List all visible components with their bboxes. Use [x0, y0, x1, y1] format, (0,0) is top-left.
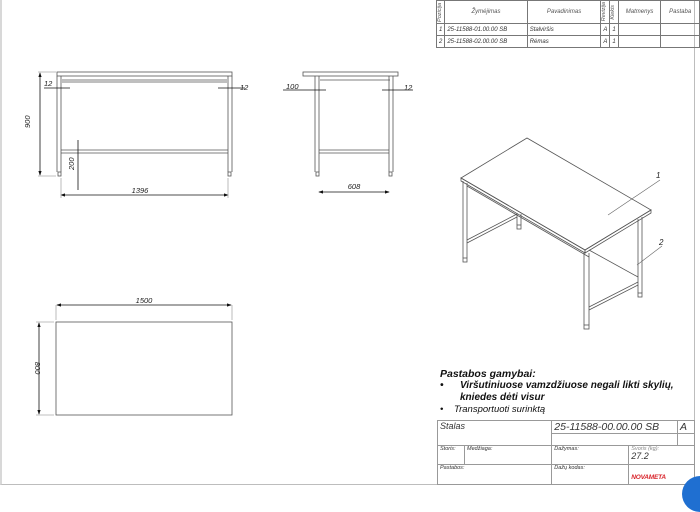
parts-table-header: Pozicija Žymėjimas Pavadinimas Revizija … — [435, 0, 700, 24]
weight-label: Svoris (kg): — [631, 446, 660, 452]
dim-side-width: 608 — [348, 182, 361, 191]
logo-text: NOVAMETA — [631, 473, 666, 481]
dim-right-offset: 12 — [240, 83, 249, 92]
weight-cell: Svoris (kg): 27.2 — [628, 445, 695, 465]
row-code: 25-11588-02.00.00 SB — [444, 35, 528, 48]
table-row: 1 25-11588-01.00.00 SB Stalviršis A 1 — [435, 23, 700, 36]
note-text: Transportuoti surinktą — [454, 404, 546, 415]
thickness-label: Storis: — [437, 445, 465, 465]
col-code: Žymėjimas — [444, 0, 528, 24]
dim-side-left-offset: 100 — [286, 82, 299, 91]
painting-label: Dažymas: — [551, 445, 630, 465]
row-dimensions — [617, 35, 662, 48]
paint-code-label: Dažų kodas: — [551, 464, 630, 485]
manufacturing-notes: Pastabos gamybai: • Viršutiniuose vamzdž… — [440, 368, 700, 416]
dim-top-length: 1500 — [136, 296, 154, 305]
side-view — [283, 71, 413, 194]
row-position: 2 — [435, 35, 446, 48]
weight-value: 27.2 — [631, 451, 649, 461]
drawing-number: 25-11588-00.00.00 SB — [551, 420, 678, 434]
front-view — [38, 71, 245, 198]
parts-list-table: Pozicija Žymėjimas Pavadinimas Revizija … — [435, 0, 700, 48]
dim-height: 900 — [23, 115, 32, 128]
top-view — [36, 303, 233, 416]
note-text: Viršutiniuose vamzdžiuose negali likti s… — [460, 380, 674, 403]
note-item: • Viršutiniuose vamzdžiuose negali likti… — [440, 380, 700, 404]
note-item: • Transportuoti surinktą — [440, 404, 700, 416]
col-name: Pavadinimas — [526, 0, 602, 24]
part-name: Stalas — [436, 420, 553, 446]
drawing-number-blank — [551, 433, 678, 446]
drawing-sheet-border — [0, 0, 695, 485]
table-row: 2 25-11588-02.00.00 SB Rėmas A 1 — [435, 35, 700, 48]
dim-lower-rail: 200 — [67, 157, 76, 171]
callout-1: 1 — [656, 171, 660, 180]
col-note: Pastaba — [660, 0, 700, 24]
notes-title: Pastabos gamybai: — [440, 368, 536, 380]
title-block: Stalas 25-11588-00.00.00 SB A Storis: Me… — [436, 420, 695, 485]
dim-top-depth: 800 — [33, 362, 42, 375]
material-label: Medžiaga: — [463, 445, 553, 465]
dim-left-offset: 12 — [44, 79, 53, 88]
drawing-canvas: 900 1396 200 12 12 100 12 608 1500 800 — [23, 71, 664, 416]
bullet-icon: • — [440, 380, 444, 391]
company-logo: NOVAMETA — [628, 464, 695, 485]
revision-blank — [677, 433, 695, 446]
drawing-revision: A — [677, 420, 695, 434]
row-note — [660, 35, 700, 48]
dim-width: 1396 — [132, 186, 150, 195]
bullet-icon: • — [440, 404, 444, 415]
row-qty: 1 — [609, 35, 619, 48]
remarks-label: Pastabos: — [436, 464, 553, 485]
isometric-view — [460, 137, 663, 330]
callout-2: 2 — [658, 238, 664, 247]
dim-side-right-offset: 12 — [404, 83, 413, 92]
